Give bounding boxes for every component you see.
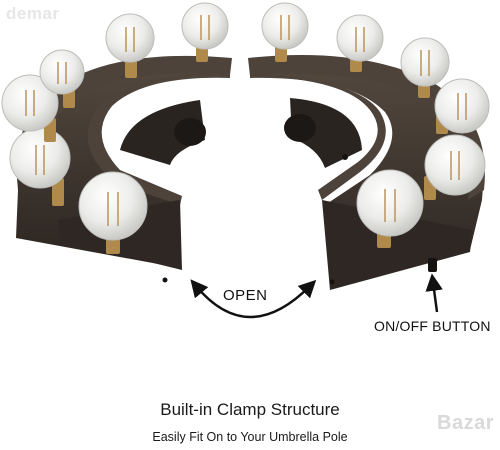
on-off-switch[interactable] (428, 258, 437, 272)
edison-bulb-icon (434, 78, 490, 134)
edison-bulb-icon (181, 2, 229, 62)
pointer-arrow-icon (425, 273, 443, 313)
edison-bulb-icon (424, 134, 486, 200)
bulb-group (1, 2, 490, 254)
watermark-bottom: Bazar (437, 412, 494, 434)
edison-bulb-icon (39, 49, 85, 108)
edison-bulb-icon (261, 2, 309, 62)
watermark-top: demar (6, 4, 60, 23)
page-title: Built-in Clamp Structure (160, 400, 340, 419)
edison-bulb-icon (400, 37, 450, 98)
curved-double-arrow-icon (190, 279, 317, 319)
edison-bulb-icon (105, 13, 155, 78)
on-off-button-label: ON/OFF BUTTON (374, 318, 491, 334)
page-subtitle: Easily Fit On to Your Umbrella Pole (152, 430, 348, 444)
open-label: OPEN (223, 287, 268, 304)
edison-bulb-icon (78, 171, 148, 254)
edison-bulb-icon (356, 169, 424, 248)
edison-bulb-icon (336, 14, 384, 72)
edison-bulb-icon (1, 74, 59, 142)
